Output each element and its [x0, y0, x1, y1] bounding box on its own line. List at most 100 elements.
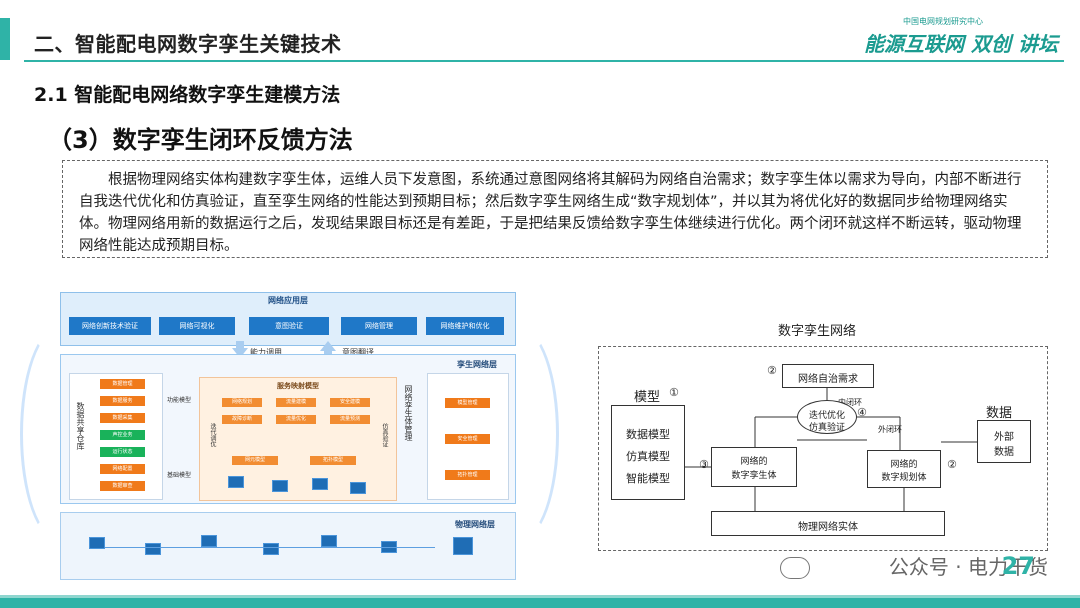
twin-management-panel: 模型管理 安全管理 拓扑管理: [427, 373, 509, 500]
planning-number: ②: [947, 458, 957, 471]
app-button-management: 网络管理: [341, 317, 417, 335]
server-icon: [228, 476, 244, 488]
mid-item-0: 网元模型: [232, 456, 278, 465]
data-sharing-label: 数据共享仓库: [76, 402, 85, 450]
planning-box-line-0: 网络的: [890, 460, 918, 470]
brand-logo: 中国电网规划研究中心 能源互联网 双创 讲坛: [858, 12, 1068, 56]
arch-arrows: [232, 341, 336, 358]
left-item-1: 数据服务: [100, 396, 145, 406]
bottom-highlight: [0, 595, 1080, 598]
app-button-visualization: 网络可视化: [159, 317, 235, 335]
header-divider: [24, 60, 1064, 62]
model-line-1: 仿真模型: [626, 450, 670, 463]
iteration-box: 迭代优化 仿真验证: [797, 400, 857, 434]
right-item-2: 拓扑管理: [445, 470, 490, 480]
inner-loop-label: 内闭环: [838, 398, 862, 407]
physical-layer-title: 物理网络层: [455, 520, 495, 529]
right-item-0: 模型管理: [445, 398, 490, 408]
app-button-maintenance: 网络维护和优化: [426, 317, 504, 335]
service-item-3: 故障诊断: [222, 415, 262, 424]
demand-box: 网络自治需求: [782, 364, 874, 388]
planning-body-box: 网络的 数字规划体: [867, 450, 941, 488]
router-icon: [145, 543, 161, 555]
header-title: 二、智能配电网数字孪生关键技术: [34, 32, 342, 56]
network-link: [105, 547, 435, 548]
brand-main-text: 能源互联网 双创 讲坛: [864, 32, 1058, 56]
left-item-2: 数据采集: [100, 413, 145, 423]
external-data-box: 外部 数据: [977, 420, 1031, 463]
wechat-icon: [780, 557, 810, 579]
service-item-1: 流量建模: [276, 398, 316, 407]
section-title: 2.1 智能配电网络数字孪生建模方法: [34, 84, 341, 106]
digital-twin-network-frame: [598, 346, 1048, 551]
physical-network-layer: 物理网络层: [60, 512, 516, 580]
digital-twin-network-title: 数字孪生网络: [778, 324, 857, 339]
application-layer-title: 网络应用层: [268, 296, 308, 305]
service-model-title: 服务映射模型: [277, 382, 319, 390]
physical-entity-box: 物理网络实体: [711, 511, 945, 536]
model-label: 模型: [634, 390, 661, 405]
service-mapping-panel: 服务映射模型 网络规划 流量建模 安全建模 故障诊断 流量优化 流量预测 迭代调…: [199, 377, 397, 501]
base-model-label: 基础模型: [167, 472, 192, 479]
left-item-4: 运行状态: [100, 447, 145, 457]
model-box: 数据模型 仿真模型 智能模型: [611, 405, 685, 500]
right-feedback-arc: [480, 326, 559, 542]
bottom-bar: [0, 598, 1080, 608]
router-icon: [201, 535, 217, 547]
model-line-0: 数据模型: [626, 428, 670, 441]
data-label: 数据: [986, 406, 1013, 421]
left-item-6: 数据审查: [100, 481, 145, 491]
data-sharing-panel: 数据共享仓库 数据管理 数据服务 数据采集 声控业务 运行状态 网络配置 数据审…: [69, 373, 163, 500]
header-accent-bar: [0, 18, 10, 60]
capability-call-label: 能力调用: [250, 348, 282, 357]
intent-translation-label: 意图翻译: [342, 348, 374, 357]
demand-number: ②: [767, 364, 777, 377]
router-icon: [321, 535, 337, 547]
left-item-3: 声控业务: [100, 430, 145, 440]
watermark-text: 公众号 · 电力干货: [888, 555, 1048, 579]
twin-management-label: 网络孪生体管理: [404, 385, 413, 441]
application-layer: 网络应用层 网络创新技术验证 网络可视化 意图验证 网络管理 网络维护和优化: [60, 292, 516, 346]
twin-box-line-1: 数字孪生体: [731, 471, 777, 481]
left-feedback-arc: [20, 326, 99, 542]
demand-text: 网络自治需求: [798, 374, 858, 385]
app-button-innovation: 网络创新技术验证: [69, 317, 151, 335]
page-number: 27: [1001, 552, 1035, 580]
architecture-diagram: 网络应用层 网络创新技术验证 网络可视化 意图验证 网络管理 网络维护和优化 能…: [16, 284, 559, 580]
down-arrow: [320, 341, 336, 358]
simulate-label: 仿真验证: [381, 423, 388, 447]
service-item-4: 流量优化: [276, 415, 316, 424]
physical-entity-text: 物理网络实体: [798, 522, 858, 533]
outer-loop-label: 外闭环: [878, 425, 902, 434]
model-number: ①: [669, 386, 679, 399]
subsection-title: （3）数字孪生闭环反馈方法: [48, 126, 353, 154]
mid-item-1: 拓扑模型: [310, 456, 356, 465]
service-item-0: 网络规划: [222, 398, 262, 407]
twin-layer-title: 孪生网络层: [457, 360, 497, 369]
router-icon: [263, 543, 279, 555]
iteration-line-1: 仿真验证: [808, 423, 845, 433]
external-data-line-1: 数据: [994, 447, 1014, 458]
server-icon: [312, 478, 328, 490]
model-line-2: 智能模型: [626, 472, 670, 485]
brand-small-text: 中国电网规划研究中心: [903, 17, 983, 26]
server-icon: [350, 482, 366, 494]
server-icon: [453, 537, 473, 555]
twin-network-layer: 孪生网络层 数据共享仓库 数据管理 数据服务 数据采集 声控业务 运行状态 网络…: [60, 354, 516, 504]
service-item-5: 流量预测: [330, 415, 370, 424]
left-item-0: 数据管理: [100, 379, 145, 389]
twin-box-line-0: 网络的: [740, 457, 768, 467]
server-icon: [272, 480, 288, 492]
app-button-intent: 意图验证: [249, 317, 329, 335]
function-model-label: 功能模型: [167, 397, 192, 404]
twin-number: ③: [699, 458, 709, 471]
left-item-5: 网络配置: [100, 464, 145, 474]
service-item-2: 安全建模: [330, 398, 370, 407]
description-box: 根据物理网络实体构建数字孪生体，运维人员下发意图，系统通过意图网络将其解码为网络…: [62, 160, 1048, 258]
iterate-label: 迭代调优: [209, 423, 216, 447]
iteration-line-0: 迭代优化: [808, 411, 845, 421]
twin-body-box: 网络的 数字孪生体: [711, 447, 797, 487]
right-item-1: 安全管理: [445, 434, 490, 444]
